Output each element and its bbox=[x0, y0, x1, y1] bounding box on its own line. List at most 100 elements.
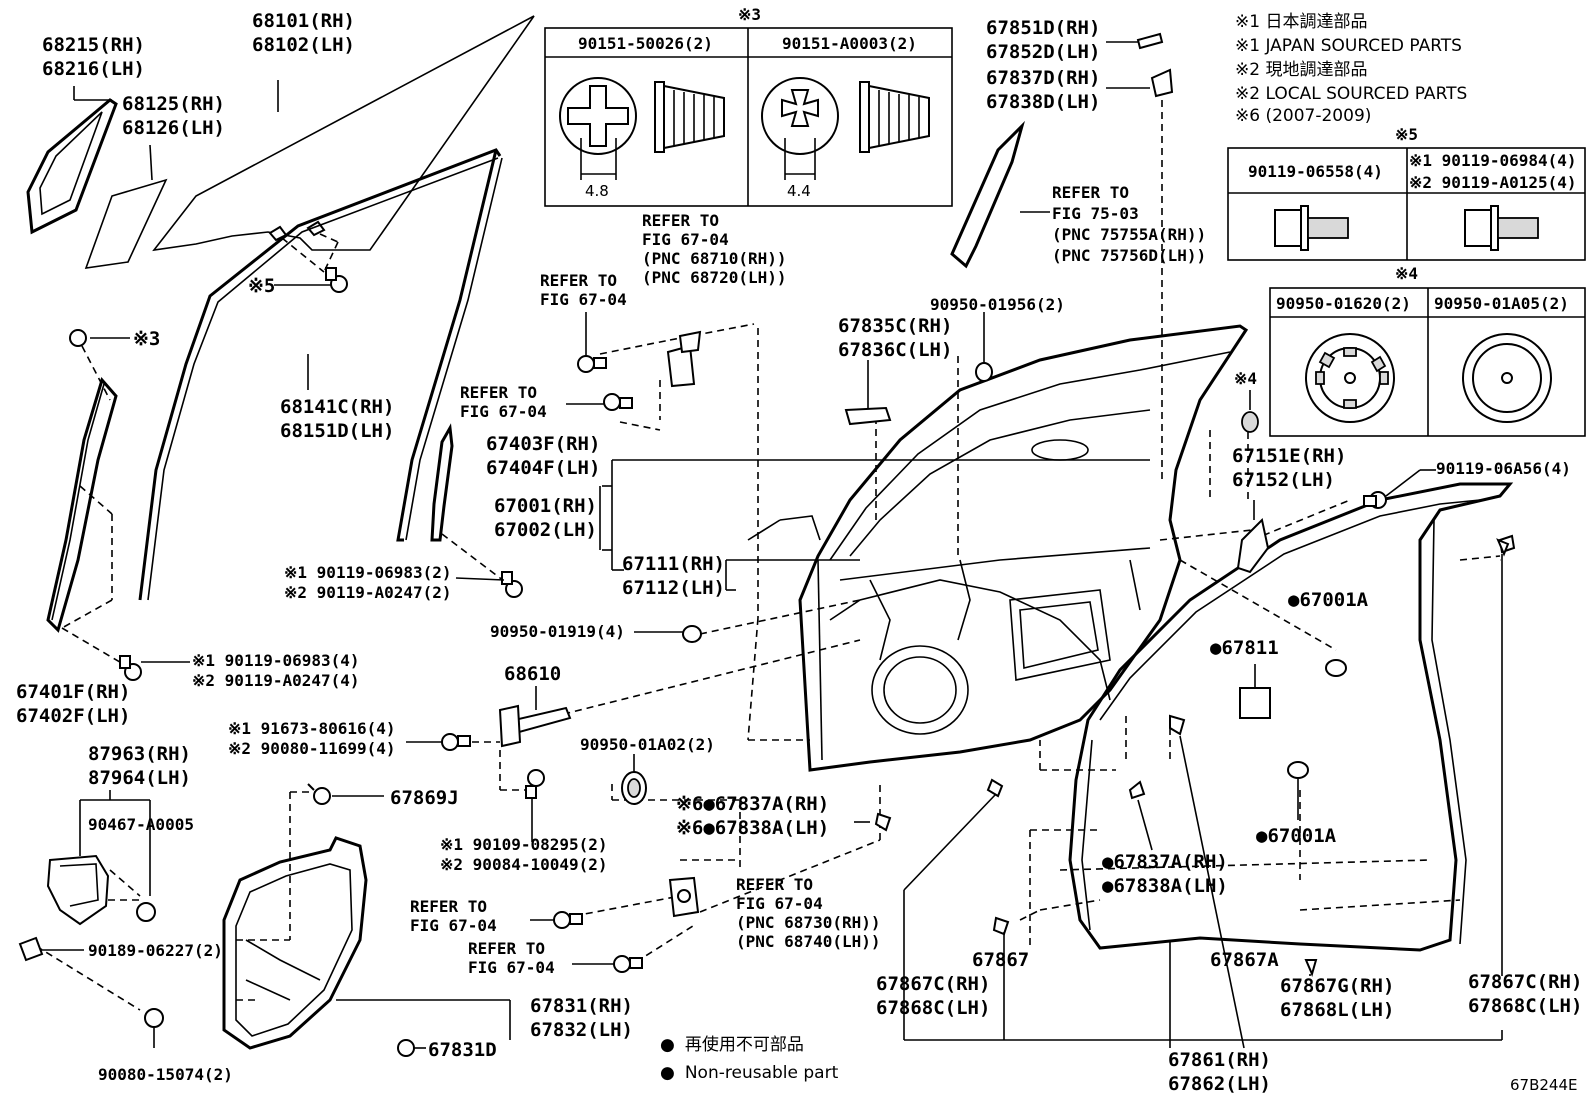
svg-text:67403F(RH)67404F(LH): 67403F(RH)67404F(LH) bbox=[486, 433, 600, 479]
note-5: ※6 (2007-2009) bbox=[1235, 106, 1371, 126]
label-mark3: ※3 bbox=[133, 328, 160, 350]
note-2: ※1 JAPAN SOURCED PARTS bbox=[1235, 36, 1462, 56]
note-1: ※1 日本調達部品 bbox=[1235, 12, 1367, 32]
table5-col2-a: ※1 90119-06984(4) bbox=[1409, 151, 1577, 170]
table-screws: ※3 90151-50026(2) 90151-A0003(2) 4.8 bbox=[544, 5, 953, 207]
door-hinge-lower bbox=[668, 876, 700, 918]
label-67867G: 67867G(RH)67868L(LH) bbox=[1280, 975, 1394, 1021]
table-caps: ※4 90950-01620(2) 90950-01A05(2) bbox=[1269, 264, 1586, 437]
bolt-icon bbox=[553, 911, 583, 929]
label-67403F: 67403F(RH)67404F(LH) bbox=[486, 433, 600, 479]
svg-text:67001(RH)67002(LH): 67001(RH)67002(LH) bbox=[494, 495, 597, 541]
table3-dim2: 4.4 bbox=[787, 182, 811, 200]
label-90119-06A56: 90119-06A56(4) bbox=[1436, 459, 1571, 478]
table5-mark: ※5 bbox=[1395, 125, 1418, 144]
label-68101: 68101(RH)68102(LH) bbox=[252, 10, 355, 56]
label-67867A: 67867A bbox=[1210, 949, 1279, 971]
belt-moulding-rear bbox=[950, 120, 1025, 269]
bolt-icon bbox=[1363, 491, 1387, 509]
flange-bolt-icon bbox=[1464, 205, 1539, 251]
outside-handle-frame bbox=[844, 406, 892, 426]
clip-icon bbox=[69, 329, 87, 347]
svg-text:67851D(RH)67852D(LH)67837D(RH): 67851D(RH)67852D(LH)67837D(RH)67838D(LH) bbox=[986, 17, 1100, 113]
screw-side-icon bbox=[654, 81, 725, 153]
quarter-glass bbox=[84, 178, 168, 269]
svg-text:67867G(RH)67868L(LH): 67867G(RH)67868L(LH) bbox=[1280, 975, 1394, 1021]
label-67001A-top: ●67001A bbox=[1288, 589, 1369, 611]
label-67001A-bottom: ●67001A bbox=[1256, 825, 1337, 847]
label-67867C-left: 67867C(RH)67868C(LH) bbox=[876, 973, 990, 1019]
svg-text:67831(RH)67832(LH): 67831(RH)67832(LH) bbox=[530, 995, 633, 1041]
svg-text:87963(RH)87964(LH): 87963(RH)87964(LH) bbox=[88, 743, 191, 789]
front-division-bar bbox=[46, 376, 118, 633]
svg-text:67401F(RH)67402F(LH): 67401F(RH)67402F(LH) bbox=[16, 681, 130, 727]
window-run-channel bbox=[138, 148, 503, 601]
svg-text:67111(RH)67112(LH): 67111(RH)67112(LH) bbox=[622, 553, 725, 599]
label-90109: ※1 90109-08295(2)※2 90084-10049(2) bbox=[440, 835, 608, 874]
table3-col2: 90151-A0003(2) bbox=[782, 34, 917, 53]
label-67401F: 67401F(RH)67402F(LH) bbox=[16, 681, 130, 727]
clip-icon bbox=[397, 1039, 415, 1057]
label-67811: ●67811 bbox=[1210, 637, 1279, 659]
label-67867C-right: 67867C(RH)67868C(LH) bbox=[1468, 971, 1582, 1017]
seal-dot-icon bbox=[1325, 659, 1347, 677]
service-hole-cover bbox=[222, 836, 368, 1050]
bolt-icon bbox=[136, 902, 156, 922]
grommet-icon bbox=[975, 362, 993, 382]
svg-text:67835C(RH)67836C(LH): 67835C(RH)67836C(LH) bbox=[838, 315, 952, 361]
legend: ●再使用不可部品 ●Non-reusable part bbox=[660, 1034, 839, 1083]
svg-text:68101(RH)68102(LH): 68101(RH)68102(LH) bbox=[252, 10, 355, 56]
door-lock-actuator bbox=[46, 854, 110, 926]
label-87963: 87963(RH)87964(LH) bbox=[88, 743, 191, 789]
clip-icon bbox=[874, 538, 1510, 977]
clip-icon bbox=[307, 783, 331, 805]
svg-text:※1 90119-06983(2)※2 90119-A024: ※1 90119-06983(2)※2 90119-A0247(2) bbox=[284, 563, 452, 602]
label-67837A-6: ※6●67837A(RH)※6●67838A(LH) bbox=[676, 793, 829, 839]
svg-text:※1 90109-08295(2)※2 90084-1004: ※1 90109-08295(2)※2 90084-10049(2) bbox=[440, 835, 608, 874]
quarter-window-frame bbox=[26, 98, 118, 235]
label-67831D: 67831D bbox=[428, 1039, 497, 1061]
bolt-icon bbox=[441, 733, 471, 751]
svg-text:※1 91673-80616(4)※2 90080-1169: ※1 91673-80616(4)※2 90080-11699(4) bbox=[228, 719, 396, 758]
label-90467: 90467-A0005 bbox=[88, 815, 194, 834]
table5-col2-b: ※2 90119-A0125(4) bbox=[1409, 173, 1577, 192]
table5-col1: 90119-06558(4) bbox=[1248, 162, 1383, 181]
label-67869J: 67869J bbox=[390, 787, 459, 809]
svg-text:※6●67837A(RH)※6●67838A(LH): ※6●67837A(RH)※6●67838A(LH) bbox=[676, 793, 829, 839]
label-68141C: 68141C(RH)68151D(LH) bbox=[280, 396, 394, 442]
label-67851D: 67851D(RH)67852D(LH)67837D(RH)67838D(LH) bbox=[986, 17, 1100, 113]
clip-icon bbox=[18, 936, 44, 962]
label-91673: ※1 91673-80616(4)※2 90080-11699(4) bbox=[228, 719, 396, 758]
door-stopper bbox=[1236, 517, 1270, 574]
cap-icon bbox=[1241, 411, 1259, 433]
label-mark4: ※4 bbox=[1234, 369, 1257, 388]
label-90950-01956: 90950-01956(2) bbox=[930, 295, 1065, 314]
svg-text:●Non-reusable part: ●Non-reusable part bbox=[660, 1063, 839, 1083]
table4-col2: 90950-01A05(2) bbox=[1434, 294, 1569, 313]
bolt-icon bbox=[144, 1008, 164, 1028]
round-cap-icon bbox=[1462, 333, 1552, 423]
cap-icon bbox=[682, 625, 702, 643]
bolt-icon bbox=[501, 571, 523, 598]
svg-text:※1 90119-06983(4)※2 90119-A024: ※1 90119-06983(4)※2 90119-A0247(4) bbox=[192, 651, 360, 690]
rear-division-bar bbox=[430, 423, 454, 542]
bolt-icon bbox=[119, 655, 142, 681]
label-67831: 67831(RH)67832(LH) bbox=[530, 995, 633, 1041]
note-3: ※2 現地調達部品 bbox=[1235, 60, 1367, 80]
label-90189: 90189-06227(2) bbox=[88, 941, 223, 960]
label-67151E: 67151E(RH)67152(LH) bbox=[1232, 445, 1346, 491]
seal-dot-icon bbox=[1287, 761, 1309, 779]
door-opening-weatherstrip bbox=[1068, 482, 1514, 952]
